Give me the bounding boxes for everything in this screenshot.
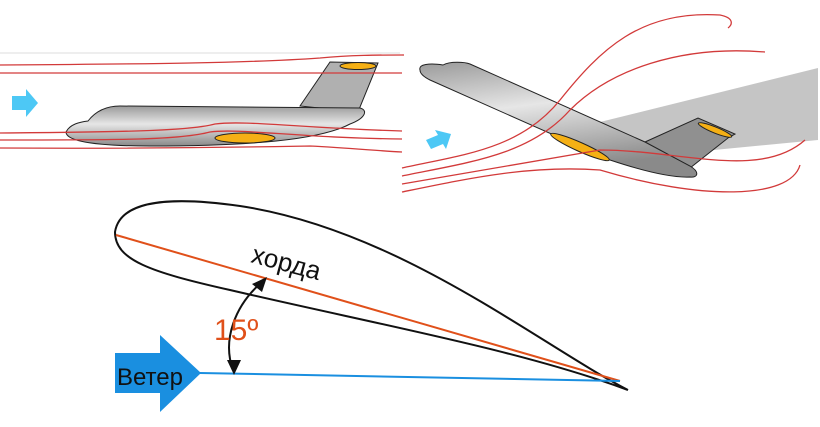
airfoil-profile [113, 200, 629, 391]
arrowhead-down-icon [227, 360, 241, 375]
angle-label: 15º [214, 314, 258, 347]
wing-engine [550, 132, 610, 162]
shadow-wedge [600, 68, 818, 160]
level-flight-panel [0, 52, 403, 153]
flow-arrow-icon [426, 130, 451, 149]
tail-engine [697, 122, 733, 138]
wind-arrow [115, 335, 201, 412]
fuselage [65, 105, 366, 147]
flow-arrow-icon [12, 89, 38, 117]
tail-engine [339, 62, 377, 70]
chord-line [115, 234, 621, 382]
arrowhead-up-icon [252, 277, 267, 292]
wing-engine [214, 132, 276, 144]
high-angle-panel [401, 13, 818, 193]
wind-label: Ветер [117, 364, 183, 391]
fuselage [419, 61, 698, 178]
chord-label: хорда [248, 239, 325, 286]
airfoil-panel: Ветер 15º хорда [113, 200, 629, 412]
wind-line [199, 372, 621, 382]
